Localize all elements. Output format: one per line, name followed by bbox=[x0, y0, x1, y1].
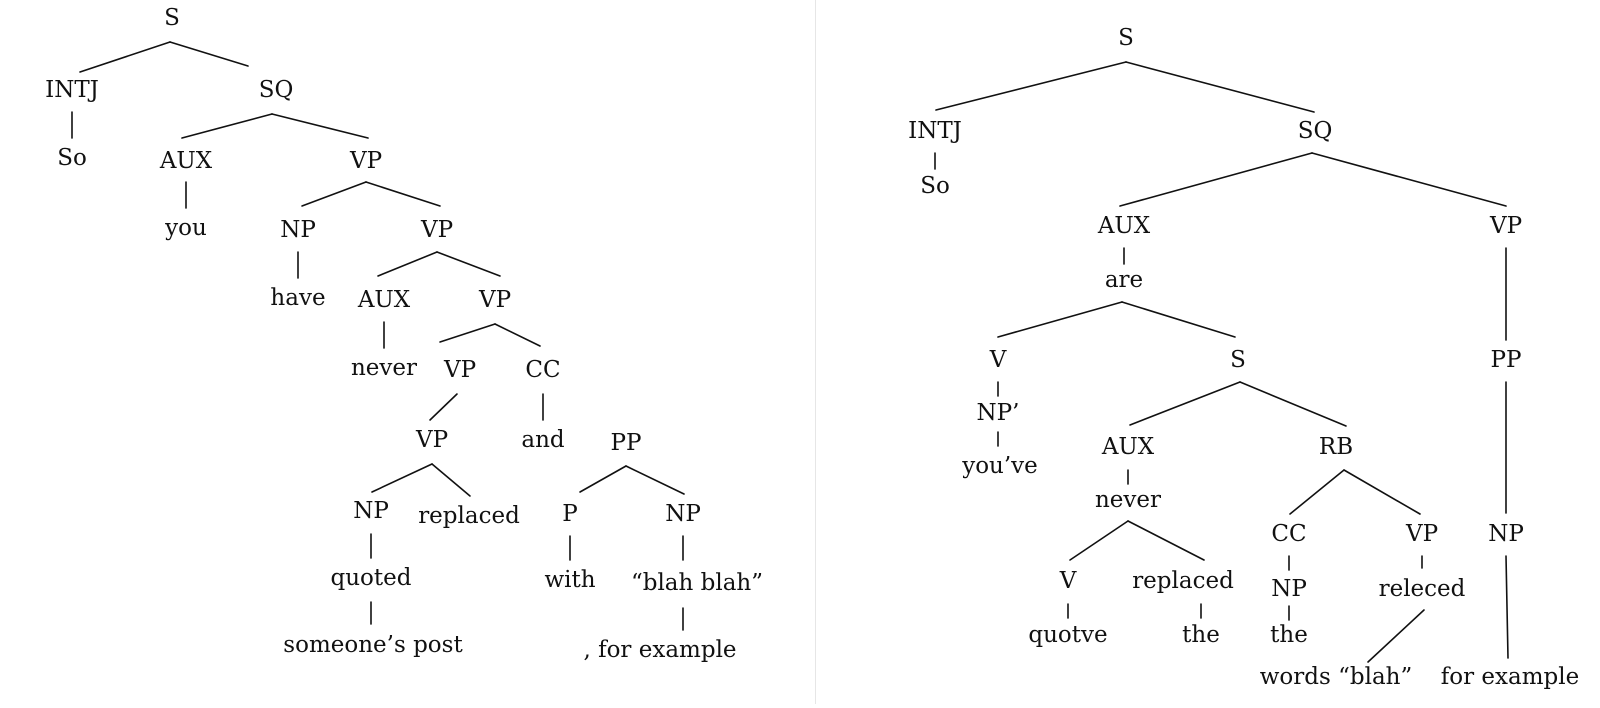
tree-edge-VP2-VP3 bbox=[436, 251, 501, 277]
tree-node-forex: , for example bbox=[583, 637, 736, 663]
tree-node-you: you bbox=[164, 215, 207, 241]
tree-edge-VP2-AUX2 bbox=[377, 251, 438, 277]
tree-node-v1: V bbox=[989, 347, 1007, 373]
tree-node-p: P bbox=[562, 501, 577, 527]
tree-edge-S2-AUX2 bbox=[1129, 381, 1241, 426]
tree-node-blah: “blah blah” bbox=[631, 570, 763, 596]
tree-node-aux2: AUX bbox=[357, 287, 411, 313]
tree-edge-VP5-replaced bbox=[431, 463, 471, 497]
tree-node-s2: S bbox=[1230, 347, 1246, 373]
tree-edge-S-SQ bbox=[169, 41, 249, 67]
tree-edge-S-INTJ bbox=[935, 61, 1127, 111]
tree-edge-SQ-AUX1 bbox=[181, 113, 273, 139]
tree-node-replaced: replaced bbox=[418, 503, 520, 529]
tree-edge-VP3-VP4 bbox=[439, 323, 496, 343]
tree-node-have: have bbox=[270, 285, 325, 311]
tree-node-with: with bbox=[544, 567, 595, 593]
tree-edge-VP1-NP1 bbox=[301, 181, 367, 207]
tree-node-vp5: VP bbox=[415, 427, 448, 453]
tree-edge-VP1-VP2 bbox=[365, 181, 441, 207]
tree-edge-VP4-VP5 bbox=[429, 393, 458, 421]
tree-node-and: and bbox=[521, 427, 565, 453]
tree-node-aux1: AUX bbox=[159, 148, 213, 174]
tree-edge-PP-NP3 bbox=[625, 465, 685, 495]
tree-node-v2: V bbox=[1059, 568, 1077, 594]
tree-edge-VP5-NP2 bbox=[371, 463, 433, 493]
tree-edge-SQ-AUX1 bbox=[1119, 152, 1313, 207]
tree-node-s: S bbox=[164, 5, 180, 31]
tree-node-vp2: VP bbox=[420, 217, 453, 243]
tree-node-so: So bbox=[57, 145, 87, 171]
tree-node-np4: NP bbox=[1488, 521, 1524, 547]
tree-node-np3: NP bbox=[1271, 576, 1307, 602]
tree-edge-S-INTJ bbox=[79, 41, 171, 73]
tree-edge-PP-P bbox=[579, 465, 627, 493]
tree-node-s: S bbox=[1118, 25, 1134, 51]
tree-node-vp1: VP bbox=[349, 148, 382, 174]
tree-node-quotve: quotve bbox=[1028, 622, 1107, 648]
tree-node-quoted: quoted bbox=[331, 565, 412, 591]
tree-node-sq: SQ bbox=[1298, 118, 1333, 144]
tree-edge-are-S2 bbox=[1121, 301, 1236, 338]
tree-node-rb: RB bbox=[1319, 434, 1353, 460]
tree-node-never: never bbox=[1095, 487, 1161, 513]
tree-edge-never-V2 bbox=[1069, 520, 1129, 561]
tree-node-cc: CC bbox=[1271, 521, 1306, 547]
tree-node-releced: releced bbox=[1379, 576, 1466, 602]
tree-edge-SQ-VP1 bbox=[1311, 152, 1507, 207]
tree-node-the1: the bbox=[1182, 622, 1220, 648]
tree-edge-RB-VP2 bbox=[1343, 469, 1421, 515]
tree-node-youve: you’ve bbox=[961, 453, 1038, 479]
tree-node-aux1: AUX bbox=[1097, 213, 1151, 239]
tree-node-cc: CC bbox=[525, 357, 560, 383]
tree-edge-S-SQ bbox=[1125, 61, 1315, 113]
tree-node-intj: INTJ bbox=[908, 118, 962, 144]
tree-node-np1: NP bbox=[280, 217, 316, 243]
panel-divider bbox=[815, 0, 816, 704]
tree-node-vp4: VP bbox=[443, 357, 476, 383]
tree-node-never: never bbox=[351, 355, 417, 381]
tree-node-forex: for example bbox=[1441, 664, 1579, 690]
tree-node-pp: PP bbox=[1491, 347, 1522, 373]
tree-node-vp2: VP bbox=[1405, 521, 1438, 547]
tree-node-vp1: VP bbox=[1489, 213, 1522, 239]
tree-node-replaced: replaced bbox=[1132, 568, 1234, 594]
tree-node-np3: NP bbox=[665, 501, 701, 527]
tree-edge-RB-CC bbox=[1289, 469, 1345, 515]
tree-node-np2: NP bbox=[353, 498, 389, 524]
tree-node-intj: INTJ bbox=[45, 77, 99, 103]
tree-edge-VP3-CC bbox=[494, 323, 541, 347]
tree-node-someones: someone’s post bbox=[283, 632, 463, 658]
tree-edge-releced-words bbox=[1367, 609, 1425, 663]
tree-node-pp: PP bbox=[611, 430, 642, 456]
tree-node-are: are bbox=[1105, 267, 1143, 293]
tree-node-so: So bbox=[920, 173, 950, 199]
tree-node-the2: the bbox=[1270, 622, 1308, 648]
tree-edge-are-V1 bbox=[997, 301, 1123, 338]
tree-node-npp: NP’ bbox=[977, 400, 1020, 426]
tree-edge-SQ-VP1 bbox=[271, 113, 369, 139]
tree-node-words: words “blah” bbox=[1260, 664, 1413, 690]
tree-node-aux2: AUX bbox=[1101, 434, 1155, 460]
tree-edge-S2-RB bbox=[1239, 381, 1347, 427]
tree-edge-NP4-forex bbox=[1505, 555, 1509, 659]
tree-node-vp3: VP bbox=[478, 287, 511, 313]
tree-edge-never-replaced bbox=[1127, 520, 1205, 561]
tree-node-sq: SQ bbox=[259, 77, 294, 103]
